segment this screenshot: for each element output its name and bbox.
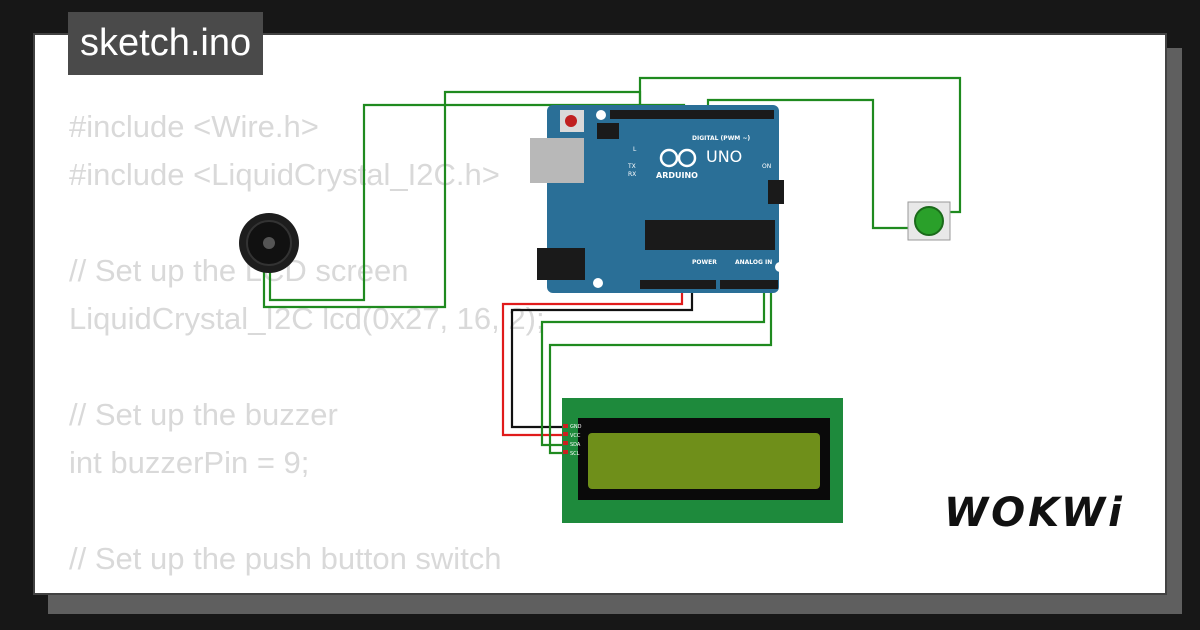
file-tab[interactable]: sketch.ino [68, 12, 264, 75]
file-tab-label: sketch.ino [80, 22, 252, 64]
code-line: int buzzerPin = 9; [69, 445, 310, 480]
code-line: // Set up the buzzer [69, 397, 338, 432]
l-label: L [633, 146, 637, 153]
power-label: POWER [692, 259, 717, 266]
code-line: #include <Wire.h> [69, 109, 319, 144]
arduino-brand-label: ARDUINO [656, 171, 698, 180]
analog-header [720, 280, 778, 289]
push-button[interactable] [907, 201, 951, 241]
code-line: int switchPin = 7; [69, 583, 545, 593]
tx-label: TX [627, 163, 636, 170]
lcd-pin-vcc: VCC [570, 433, 581, 439]
buzzer[interactable] [239, 213, 299, 273]
lcd-pin-gnd: GND [570, 424, 582, 430]
code-line: // Set up the push button switch [69, 541, 502, 576]
lcd-pin-scl: SCL [570, 451, 580, 457]
wire-button-gnd [638, 76, 962, 214]
wire-lcd-gnd [510, 282, 694, 429]
analog-label: ANALOG IN [735, 259, 772, 266]
arduino-infinity-icon [659, 148, 697, 168]
atmega-chip [645, 220, 775, 250]
code-preview: #include <Wire.h> #include <LiquidCrystal… [69, 103, 545, 593]
digital-label: DIGITAL (PWM ~) [692, 135, 750, 142]
wire-lcd-vcc [501, 282, 684, 437]
wokwi-logo: WOKWi [944, 490, 1125, 536]
usb-port [530, 138, 584, 183]
lcd-pins [563, 424, 568, 454]
wire-lcd-scl [548, 282, 773, 455]
arduino-uno[interactable]: UNO ARDUINO DIGITAL (PWM ~) POWER ANALOG… [530, 105, 785, 293]
power-jack [537, 248, 585, 280]
lcd-pin-sda: SDA [570, 442, 581, 448]
on-label: ON [762, 163, 771, 170]
arduino-model-label: UNO [706, 147, 742, 166]
lcd-display[interactable]: GND VCC SDA SCL [562, 398, 843, 523]
power-header [640, 280, 716, 289]
rx-label: RX [628, 171, 636, 178]
code-line: #include <LiquidCrystal_I2C.h> [69, 157, 500, 192]
digital-header [610, 110, 774, 119]
reset-button [565, 115, 577, 127]
